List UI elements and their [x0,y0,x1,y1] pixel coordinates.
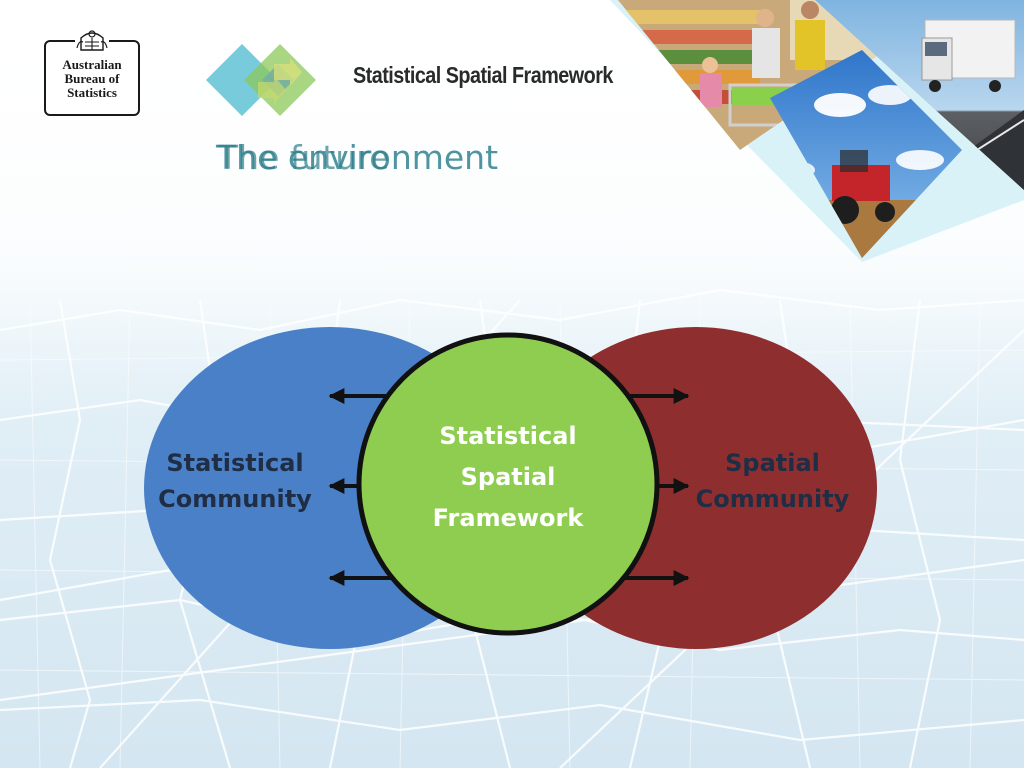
ssf-diamond-logo-icon [206,44,316,116]
abs-name-line: Statistics [67,85,117,100]
label-line: Spatial [725,449,820,477]
abs-name-line: Australian [62,57,122,72]
statistical-spatial-framework-circle [356,332,660,636]
label-line: Community [695,485,850,513]
label-line: Statistical [166,449,304,477]
abs-organisation-name: Australian Bureau of Statistics [46,58,138,100]
slide-title: The environment The future [216,138,616,184]
label-line: Statistical [439,422,577,450]
photo-collage [610,0,1024,262]
spatial-community-label: Spatial Community [690,445,855,517]
statistical-community-label: Statistical Community [150,445,320,517]
slide-title-environment: The environment [216,138,499,177]
abs-logo: Australian Bureau of Statistics [44,28,140,116]
statistical-spatial-framework-label: Statistical Spatial Framework [398,416,618,539]
ssf-banner-title: Statistical Spatial Framework [353,62,613,88]
label-line: Framework [432,504,584,532]
slide-title-future: The future [218,138,390,177]
label-line: Community [158,485,312,513]
abs-crest-icon [75,28,109,52]
label-line: Spatial [460,463,556,491]
abs-name-line: Bureau of [64,71,120,86]
